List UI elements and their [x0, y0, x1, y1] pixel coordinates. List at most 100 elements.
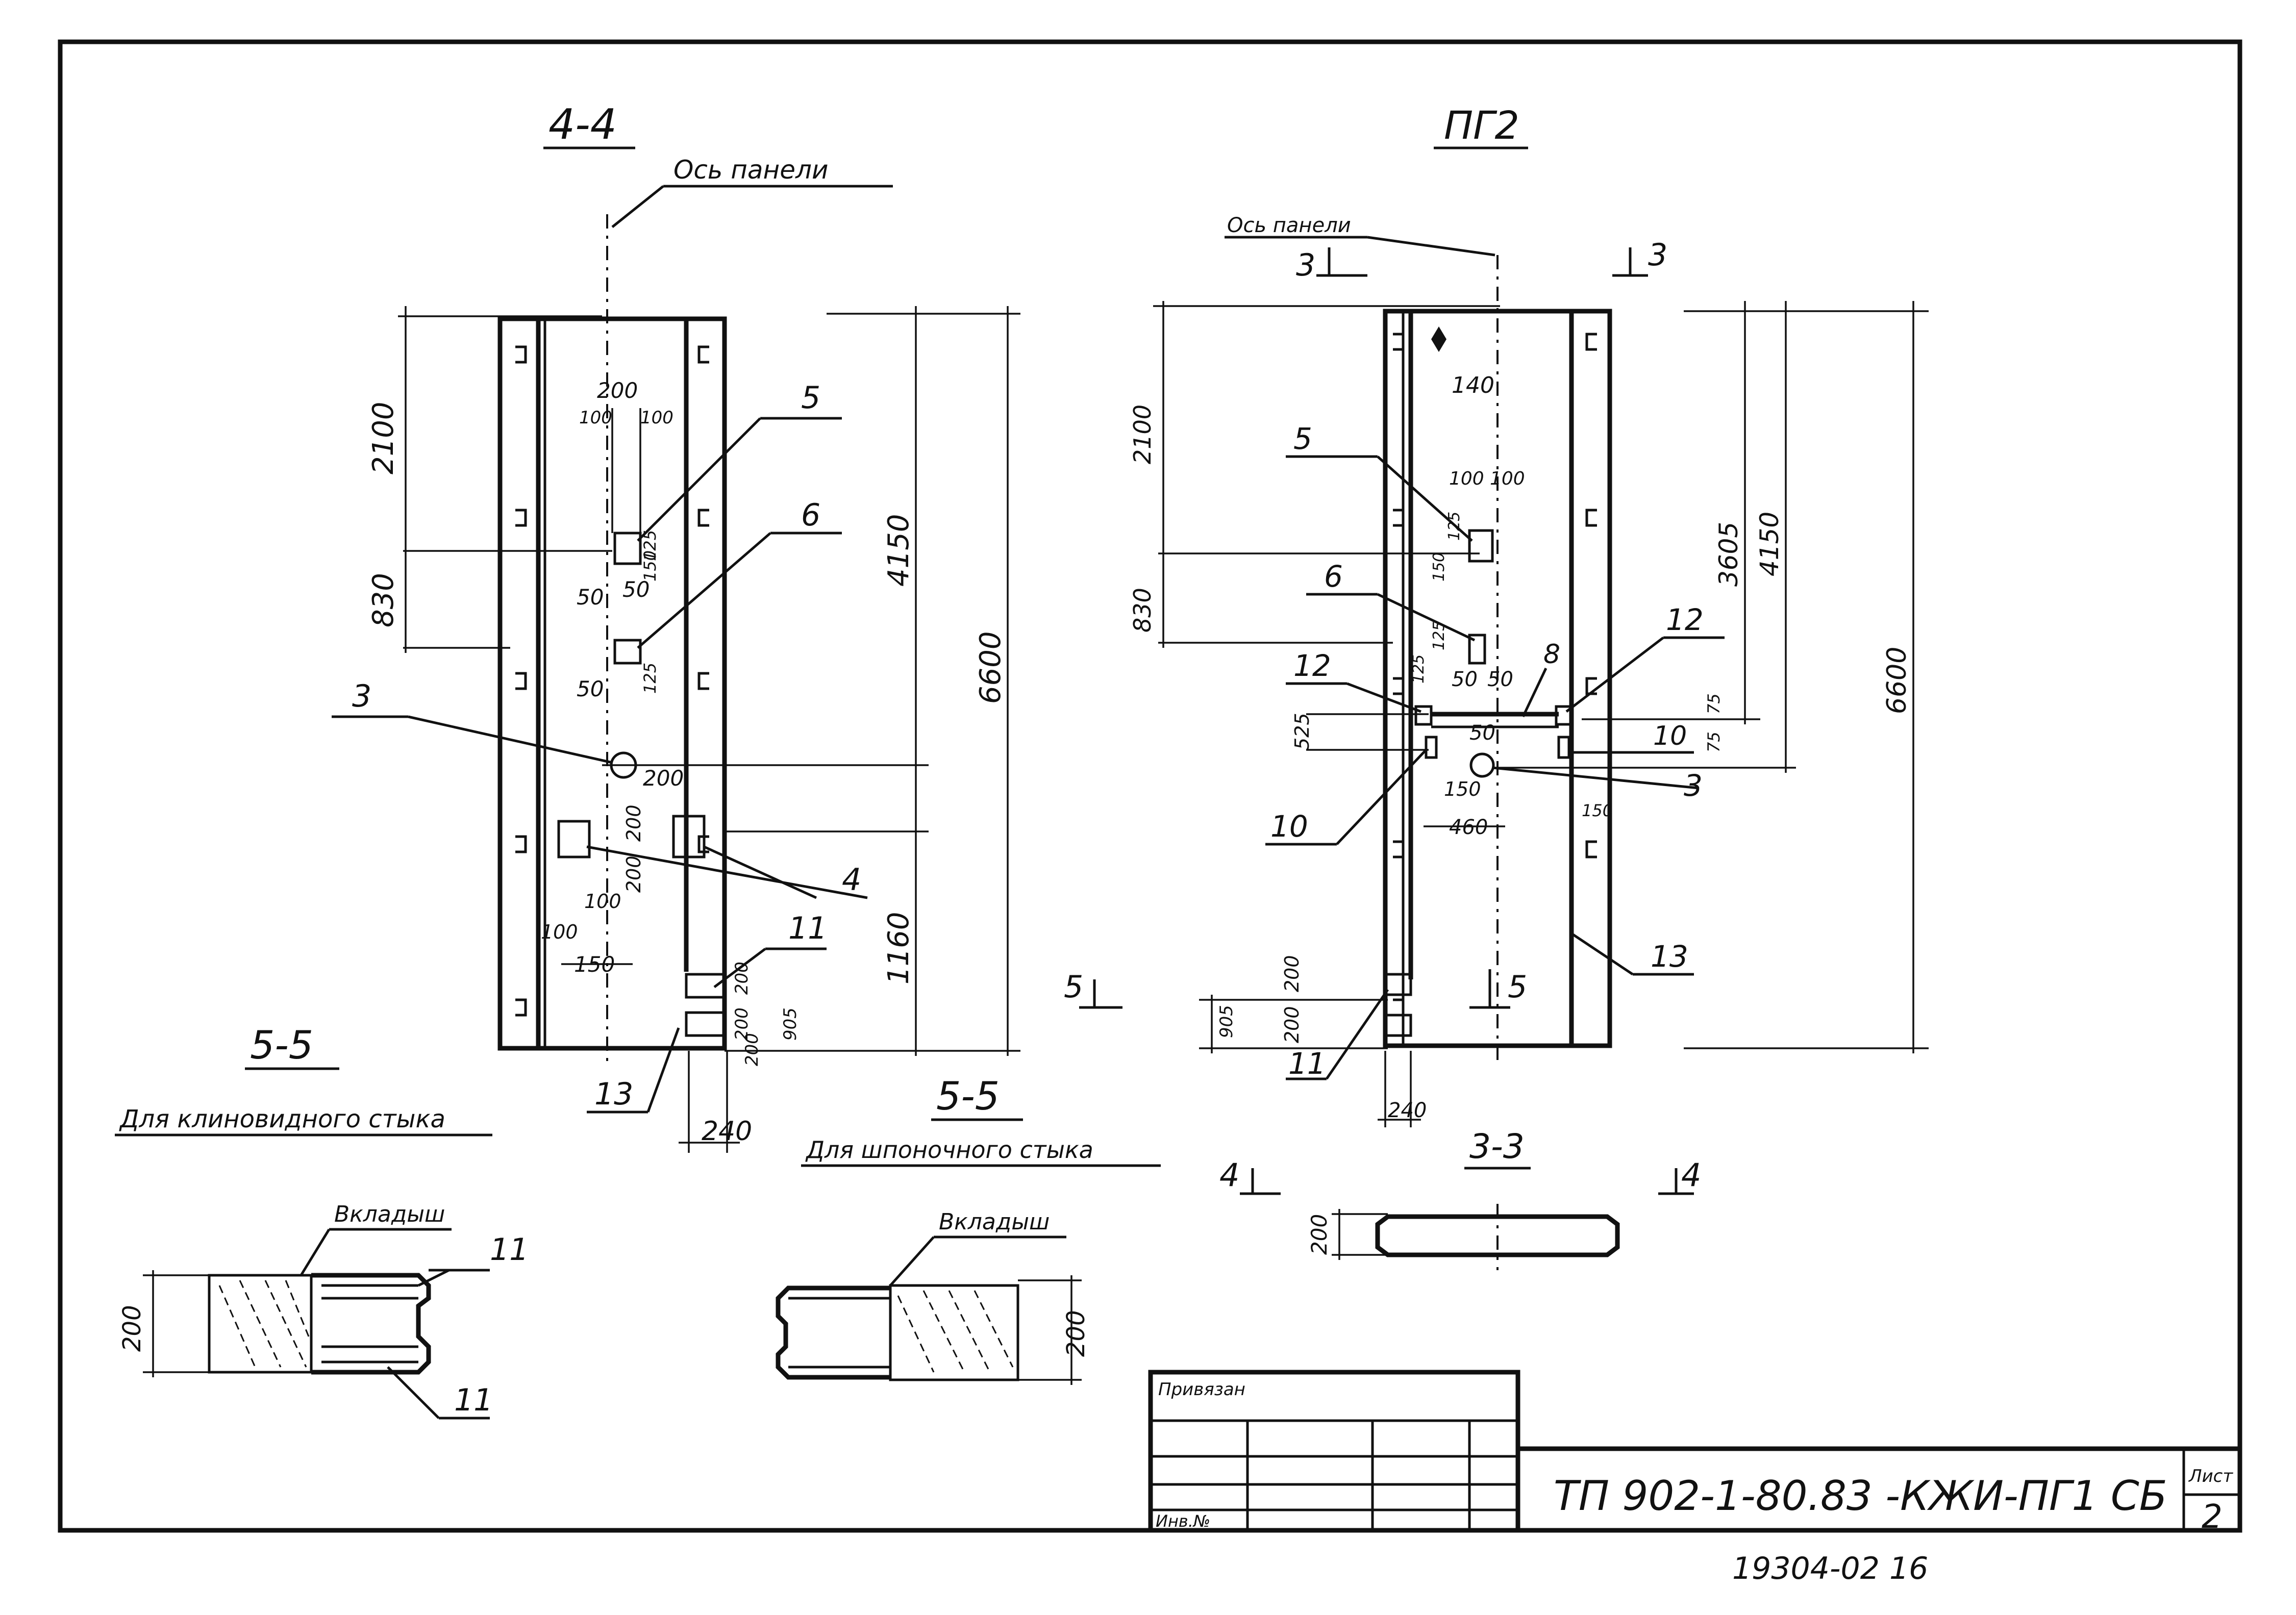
section-55-left-label: Вкладыш	[334, 1201, 445, 1227]
dim-right-150: 150	[1430, 552, 1448, 582]
cut-mark-4-left: 4	[1219, 1156, 1239, 1194]
callout-right-3: 3	[1684, 768, 1703, 803]
section-33-dim-200: 200	[1307, 1214, 1332, 1255]
callout-right-13: 13	[1651, 939, 1688, 974]
callout-left-13: 13	[594, 1076, 633, 1112]
cut-mark-3-right: 3	[1648, 237, 1667, 273]
cut-mark-5-left: 5	[1064, 969, 1083, 1005]
dim-right-6600: 6600	[1882, 647, 1912, 714]
section-55-left-title: 5-5	[250, 1022, 313, 1068]
callout-right-6: 6	[1324, 559, 1343, 594]
section-5-5-key: 5-5 Для шпоночного стыка Вкладыш 200	[776, 1073, 1161, 1385]
dim-left-200-top: 200	[597, 378, 638, 403]
document-code: ТП 902-1-80.83 -КЖИ-ПГ1 СБ	[1554, 1472, 2167, 1520]
callout-left-4: 4	[842, 862, 861, 898]
dim-right-50c: 50	[1469, 721, 1495, 745]
dim-left-905: 905	[780, 1007, 801, 1041]
callout-left-6: 6	[801, 497, 820, 533]
dim-left-200-b2: 200	[732, 1007, 752, 1041]
sheet-label: Лист	[2188, 1466, 2233, 1486]
callout-right-12-left: 12	[1293, 648, 1331, 683]
dim-right-75b: 75	[1704, 731, 1724, 752]
callout-right-10-right: 10	[1653, 721, 1687, 751]
dim-right-2100: 2100	[1129, 405, 1156, 464]
dim-right-3605: 3605	[1714, 522, 1743, 587]
dim-left-830: 830	[367, 573, 400, 627]
dim-right-905: 905	[1216, 1005, 1237, 1038]
dim-right-200b: 200	[1281, 1006, 1303, 1043]
title-block: Привязан Инв.№ ТП 902-1-80.83 -КЖИ-ПГ1 С…	[1148, 1370, 2240, 1536]
section-55-right-label: Вкладыш	[939, 1209, 1050, 1235]
callout-left-5: 5	[801, 380, 820, 416]
axis-label-right: Ось панели	[1227, 214, 1351, 237]
cut-mark-5-right: 5	[1508, 969, 1527, 1005]
callout-right-5: 5	[1293, 421, 1312, 456]
dim-left-240: 240	[702, 1116, 752, 1147]
archive-number: 19304-02 16	[1732, 1551, 1928, 1586]
dim-left-200-mid: 200	[643, 766, 684, 791]
dim-right-240: 240	[1388, 1099, 1427, 1122]
dim-right-200a: 200	[1281, 955, 1303, 992]
section-3-3: 3-3 4 4 200	[1219, 1127, 1701, 1270]
title-block-inv-no: Инв.№	[1156, 1511, 1210, 1531]
section-55-right-dim-200: 200	[1062, 1310, 1090, 1357]
dim-left-6600: 6600	[974, 631, 1007, 704]
section-55-right-concrete	[889, 1284, 1019, 1381]
dim-right-150c: 150	[1582, 801, 1613, 820]
dim-left-2100: 2100	[367, 401, 400, 474]
dim-right-830: 830	[1129, 588, 1156, 633]
section-55-left-dim-200: 200	[118, 1305, 146, 1352]
dim-left-125b: 125	[640, 663, 660, 694]
section-33-title: 3-3	[1469, 1127, 1525, 1166]
dim-left-200-v1: 200	[622, 804, 645, 842]
dim-left-50c: 50	[577, 676, 604, 701]
cut-mark-4-right: 4	[1681, 1156, 1701, 1194]
section-55-left-callout-11-bottom: 11	[454, 1382, 493, 1418]
callout-right-8: 8	[1543, 639, 1560, 670]
section-55-right-subtitle: Для шпоночного стыка	[805, 1136, 1093, 1164]
cut-mark-3-left: 3	[1296, 247, 1315, 283]
section-5-5-wedge: 5-5 Для клиновидного стыка Вкладыш 11 11…	[115, 1022, 529, 1420]
dim-right-140: 140	[1452, 372, 1494, 398]
dim-right-75a: 75	[1704, 693, 1724, 714]
dim-left-200-b3: 200	[742, 1033, 762, 1066]
dim-right-50a: 50	[1452, 668, 1478, 691]
sheet-number: 2	[2202, 1498, 2223, 1536]
section-55-right-title: 5-5	[936, 1073, 1000, 1119]
section-55-left-callout-11-top: 11	[490, 1232, 529, 1268]
dim-left-100b: 100	[640, 408, 673, 428]
dim-left-150: 150	[640, 550, 660, 582]
dim-left-4150: 4150	[882, 514, 915, 587]
dim-right-525: 525	[1291, 713, 1313, 750]
dim-left-100c: 100	[584, 890, 621, 913]
dim-right-4150: 4150	[1755, 512, 1784, 576]
dim-left-1160: 1160	[882, 912, 915, 985]
view-title-4-4: 4-4	[548, 100, 617, 149]
dim-left-100d: 100	[541, 921, 578, 943]
section-55-left-subtitle: Для клиновидного стыка	[119, 1105, 445, 1133]
dim-right-50b: 50	[1487, 668, 1513, 691]
section-33-shape	[1375, 1214, 1620, 1257]
callout-left-11: 11	[788, 911, 827, 946]
view-pg2: ПГ2 Ось панели 3 3	[1064, 103, 1929, 1127]
callout-right-11: 11	[1288, 1046, 1326, 1081]
dim-right-100b: 100	[1490, 468, 1525, 489]
dim-right-150b: 150	[1444, 778, 1481, 800]
section-55-left-concrete	[208, 1274, 313, 1374]
view-title-pg2: ПГ2	[1444, 103, 1519, 148]
dim-right-125b: 125	[1410, 654, 1428, 684]
callout-left-3: 3	[352, 678, 371, 714]
dim-left-50a: 50	[577, 585, 604, 610]
view-4-4: 4-4 Ось панели 2100 830	[332, 100, 1020, 1153]
dim-right-460: 460	[1449, 816, 1488, 839]
callout-right-12-right: 12	[1666, 602, 1704, 637]
dim-left-50b: 50	[622, 577, 650, 602]
dim-left-200-v2: 200	[622, 855, 645, 893]
dim-right-100a: 100	[1449, 468, 1484, 489]
title-block-privyazan: Привязан	[1158, 1379, 1245, 1400]
panel-left	[497, 316, 727, 1051]
dim-left-100a: 100	[579, 408, 612, 428]
axis-label-left: Ось панели	[673, 155, 828, 185]
callout-right-10-left: 10	[1270, 809, 1308, 844]
